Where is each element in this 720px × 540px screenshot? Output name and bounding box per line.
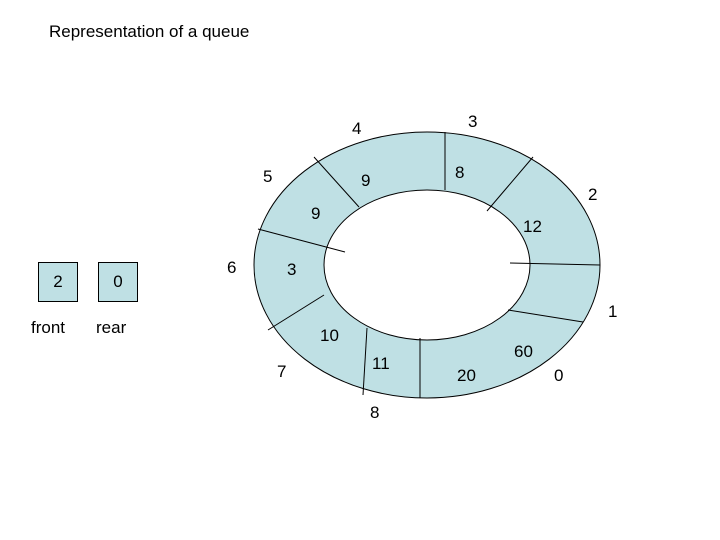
cell-divider (267, 294, 325, 331)
cell-value: 9 (361, 171, 370, 190)
cell-value: 20 (457, 366, 476, 385)
cell-divider (509, 262, 601, 266)
index-label: 2 (588, 185, 597, 204)
index-label: 1 (608, 302, 617, 321)
cell-value: 10 (320, 326, 339, 345)
index-label: 3 (468, 112, 477, 131)
cell-value: 11 (372, 354, 390, 373)
cell-value: 9 (311, 204, 320, 223)
inner-label: 3 (287, 260, 296, 279)
index-label: 7 (277, 362, 286, 381)
cell-value: 8 (455, 163, 464, 182)
front-pointer-box: 2 (38, 262, 78, 302)
index-label: 4 (352, 119, 361, 138)
rear-label: rear (96, 318, 127, 337)
cell-divider (362, 327, 368, 396)
index-label: 0 (554, 366, 563, 385)
cell-divider (313, 156, 360, 208)
index-label: 5 (263, 167, 272, 186)
cell-value: 12 (523, 217, 542, 236)
index-label: 6 (227, 258, 236, 277)
cell-value: 60 (514, 342, 533, 361)
queue-ring (253, 131, 601, 399)
cell-divider (507, 309, 584, 323)
front-label: front (31, 318, 66, 337)
front-value: 2 (53, 272, 63, 291)
diagram-title: Representation of a queue (49, 22, 250, 41)
cell-divider (486, 156, 534, 212)
rear-pointer-box: 0 (98, 262, 138, 302)
cell-divider (257, 228, 346, 253)
extra-label: 8 (370, 403, 379, 422)
rear-value: 0 (113, 272, 123, 291)
